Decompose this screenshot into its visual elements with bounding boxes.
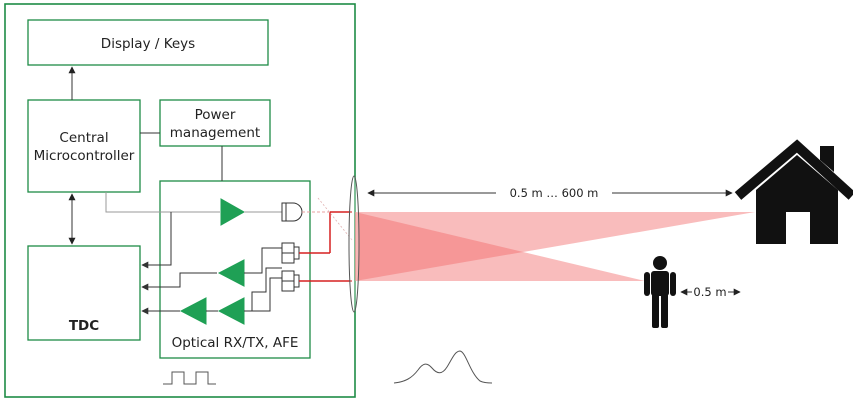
- laser-diode-icon: [281, 242, 300, 264]
- laser-diode-icon: [281, 270, 300, 292]
- lens-icon: [348, 175, 360, 313]
- mcu-to-laser-line: [105, 192, 160, 213]
- block-connections: [68, 66, 223, 245]
- person-icon: [644, 256, 676, 328]
- display-keys-block: Display / Keys: [27, 19, 269, 66]
- central-microcontroller-block: Central Microcontroller: [27, 99, 141, 193]
- power-label-line2: management: [170, 125, 260, 141]
- tdc-block: TDC: [27, 245, 141, 341]
- echo-waveform-icon: [393, 350, 493, 384]
- microcontroller-label-line2: Microcontroller: [34, 148, 135, 164]
- optical-afe-label: Optical RX/TX, AFE: [172, 335, 299, 351]
- range-dimension: 0.5 m … 600 m: [367, 186, 733, 200]
- house-icon: [734, 139, 853, 244]
- amplifier-icon: [220, 198, 246, 226]
- beam-to-house: [355, 212, 755, 281]
- display-keys-label: Display / Keys: [101, 36, 195, 52]
- beam-to-person: [355, 212, 645, 281]
- pulse-waveform-icon: [163, 371, 216, 385]
- light-beams: [355, 212, 755, 281]
- microcontroller-label-line1: Central: [59, 130, 108, 146]
- tdc-label: TDC: [69, 318, 99, 334]
- laser-lines: [299, 197, 353, 282]
- range-label: 0.5 m … 600 m: [510, 186, 599, 200]
- person-offset-label: 0.5 m: [693, 285, 726, 299]
- afe-signal-chain: [141, 198, 282, 325]
- photodiode-icon: [281, 202, 303, 222]
- power-label-line1: Power: [195, 107, 236, 123]
- power-management-block: Power management: [159, 99, 271, 147]
- person-offset-dimension: 0.5 m: [680, 285, 741, 299]
